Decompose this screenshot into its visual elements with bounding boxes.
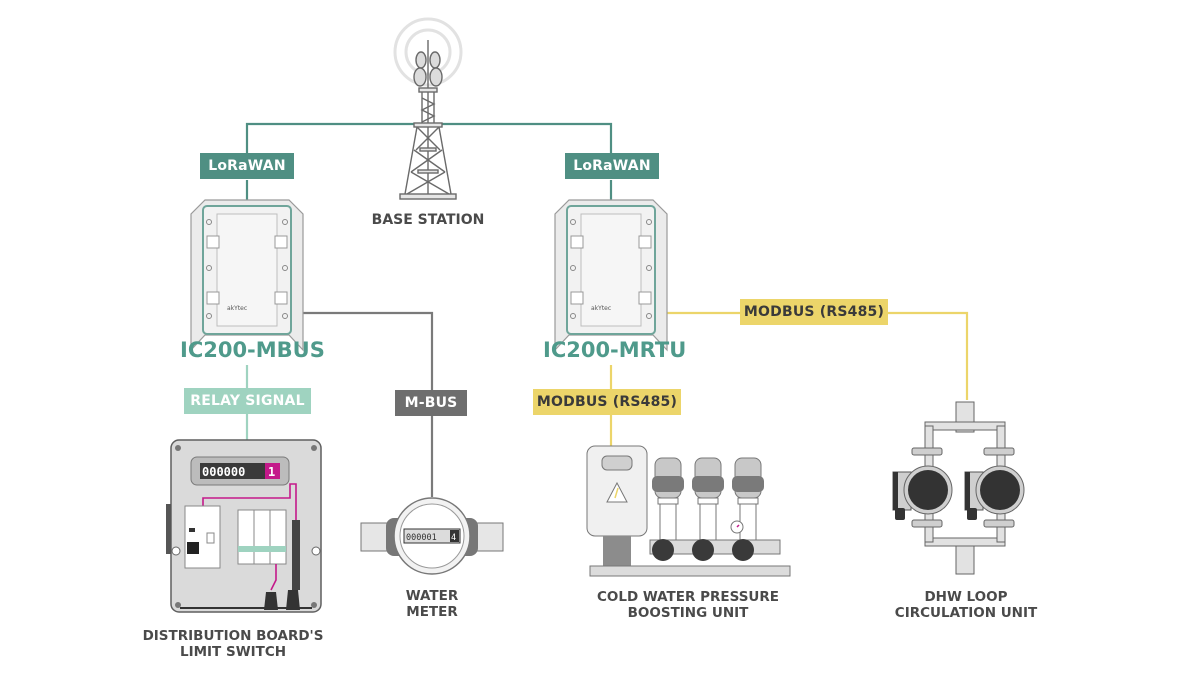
pump-housing [652, 476, 684, 492]
pump-shaft [699, 503, 717, 541]
pump-housing [732, 476, 764, 492]
caption-line: LIMIT SWITCH [179, 644, 287, 660]
caption-line: COLD WATER PRESSURE [596, 589, 780, 605]
pressure-unit-caption: COLD WATER PRESSURE BOOSTING UNIT [597, 589, 779, 621]
water-meter-icon: 000001 4 [360, 497, 504, 575]
pump-valve [732, 539, 754, 561]
pressure-boosting-unit-icon [586, 445, 791, 577]
lorawan-tag-left: LoRaWAN [200, 153, 294, 179]
relay-signal-tag: RELAY SIGNAL [184, 388, 311, 414]
pump-flange [697, 497, 719, 505]
meter-counter-digits: 000001 [406, 533, 437, 543]
caption-line: DISTRIBUTION BOARD'S [142, 628, 324, 644]
pump-shaft [739, 503, 757, 541]
lorawan-tag-right: LoRaWAN [565, 153, 659, 179]
dhw-circulation-unit-icon [892, 401, 1025, 575]
board-counter-digits: 000000 [202, 465, 245, 479]
ic200-mrtu-device-icon: akYtec [554, 199, 668, 352]
pump-flange [737, 497, 759, 505]
caption-line: BOOSTING UNIT [627, 605, 749, 621]
meter-counter-last: 4 [451, 533, 456, 543]
caption-line: METER [406, 604, 458, 620]
mbus-link [300, 311, 434, 497]
device-brand: akYtec [227, 305, 247, 312]
modbus-tag-right: MODBUS (RS485) [740, 299, 888, 325]
device-brand: akYtec [591, 305, 611, 312]
ic200-mbus-device-icon: akYtec [190, 199, 304, 352]
gauge-needle [736, 524, 740, 528]
pump-housing [692, 476, 724, 492]
caption-line: DHW LOOP [924, 589, 1008, 605]
base-station-label: BASE STATION [371, 212, 485, 228]
caption-line: WATER [405, 588, 459, 604]
board-counter-last: 1 [268, 465, 275, 479]
device-name-ic200-mbus: IC200-MBUS [180, 338, 325, 362]
distribution-board-caption: DISTRIBUTION BOARD'S LIMIT SWITCH [143, 628, 324, 660]
pump-valve [652, 539, 674, 561]
base-station-tower-icon [393, 17, 463, 200]
mbus-tag: M-BUS [395, 390, 467, 416]
caption-line: CIRCULATION UNIT [894, 605, 1038, 621]
modbus-links [609, 311, 969, 447]
pump-shaft [659, 503, 677, 541]
pump-valve [692, 539, 714, 561]
water-meter-caption: WATER METER [406, 588, 459, 620]
modbus-tag-down: MODBUS (RS485) [533, 389, 681, 415]
pump-flange [657, 497, 679, 505]
distribution-board-icon: 000000 1 [166, 439, 322, 613]
dhw-unit-caption: DHW LOOP CIRCULATION UNIT [895, 589, 1037, 621]
device-name-ic200-mrtu: IC200-MRTU [543, 338, 687, 362]
lorawan-links [245, 122, 613, 200]
